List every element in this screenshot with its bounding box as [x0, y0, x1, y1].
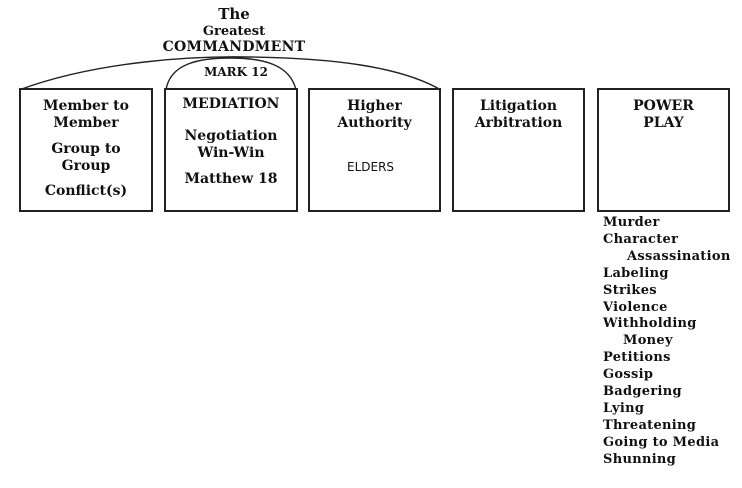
box1-line4: Group: [61, 158, 111, 174]
tactic-item: Assassination: [627, 248, 731, 264]
tactic-item: Badgering: [603, 384, 682, 400]
tactic-item: Lying: [603, 400, 645, 416]
tactic-item: Violence: [603, 299, 668, 315]
box2-line4: Matthew 18: [184, 171, 278, 187]
box4-line2: Arbitration: [474, 115, 563, 131]
box2-line1: MEDIATION: [182, 96, 280, 112]
box3-handwritten-note: ELDERS: [347, 160, 395, 174]
tactic-item: Strikes: [603, 282, 657, 298]
mark-12-label: MARK 12: [204, 65, 268, 79]
tactic-item: Murder: [603, 215, 660, 230]
box-mediation: MEDIATION Negotiation Win-Win Matthew 18: [164, 88, 298, 212]
box4-line1: Litigation: [479, 98, 558, 114]
title-line-2: Greatest: [202, 24, 266, 39]
tactic-item: Gossip: [603, 367, 654, 383]
power-play-tactics-list: Murder Character Assassination Labeling …: [603, 215, 731, 469]
title-line-3: COMMANDMENT: [162, 39, 306, 55]
tactic-item: Petitions: [603, 350, 671, 366]
tactic-item: Money: [623, 333, 673, 349]
box3-line2: Authority: [337, 115, 412, 131]
box5-line1: POWER: [633, 98, 694, 114]
tactic-item: Shunning: [603, 451, 677, 467]
box2-line2: Negotiation: [184, 128, 278, 144]
box-power-play: POWER PLAY: [597, 88, 730, 212]
tactic-item: Going to Media: [603, 434, 720, 450]
box1-line5: Conflict(s): [44, 183, 128, 199]
tactic-item: Labeling: [603, 265, 669, 281]
box1-line3: Group to: [51, 141, 121, 157]
box-member-to-member: Member to Member Group to Group Conflict…: [19, 88, 153, 212]
box-litigation: Litigation Arbitration: [452, 88, 585, 212]
tactic-item: Withholding: [603, 316, 697, 332]
tactic-item: Threatening: [603, 417, 697, 433]
box5-line2: PLAY: [643, 115, 684, 131]
box1-line1: Member to: [43, 98, 129, 114]
box-higher-authority: Higher Authority ELDERS: [308, 88, 441, 212]
box3-line1: Higher: [347, 98, 402, 114]
box2-line3: Win-Win: [197, 145, 265, 161]
box1-line2: Member: [53, 115, 119, 131]
title-line-1: The: [218, 5, 250, 23]
tactic-item: Character: [603, 231, 679, 247]
